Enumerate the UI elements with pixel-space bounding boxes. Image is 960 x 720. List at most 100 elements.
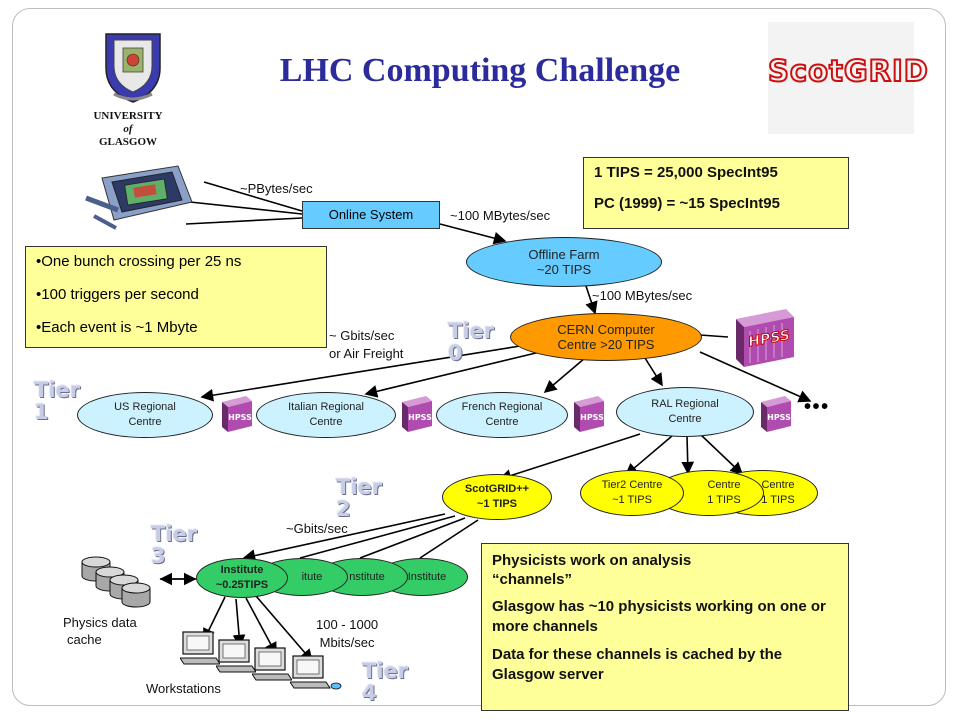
hpss-storage-ral: HPSS [757,394,793,434]
tier2b-label-a: Centre [707,479,741,491]
hpss-storage-us: HPSS [218,394,254,434]
online-to-offline-link [439,223,507,245]
svg-text:HPSS: HPSS [408,413,432,422]
database-icon [81,556,151,608]
hpss-storage-large: HPSS [728,307,798,369]
mbytes-label-2: ~100 MBytes/sec [592,288,693,303]
cern-centre-node[interactable]: CERN Computer Centre >20 TIPS [510,313,702,361]
tier2a-label-b: ~1 TIPS [612,494,652,506]
inst-to-ws2-link [232,598,246,648]
bunch-item-3: Each event is ~1 Mbyte [36,319,326,336]
cern-to-ral-link [644,357,663,387]
scotgrid-to-inst-b-link [299,515,456,559]
inst-d-label: Institute [407,570,447,583]
more-centres-ellipsis: • • • [804,396,828,418]
mbits-label-a: 100 - 1000 [316,617,379,632]
ral-regional-centre-node[interactable]: RAL Regional Centre [616,387,754,437]
physics-data-cache [76,556,166,614]
mbytes-label-1: ~100 MBytes/sec [450,208,551,223]
slide-frame [12,8,946,706]
ral-label-b: Centre [668,413,702,425]
hpss-storage-italian: HPSS [398,394,434,434]
ral-to-scotgrid-link [498,433,641,482]
scotgrid-logo-text: ScotGRID [767,53,929,89]
workstations-label: Workstations [146,681,221,696]
institute-main-node[interactable]: Institute ~0.25TIPS [196,558,288,598]
scotgrid-to-institute-link [242,513,446,562]
tier-4-label: Tier 4 [362,659,409,705]
french-label-a: French Regional [461,401,543,413]
ral-label-a: RAL Regional [651,398,719,410]
french-label-b: Centre [485,416,519,428]
italian-label-a: Italian Regional [288,401,364,413]
workstation-1 [179,630,221,671]
tier2c-label-a: Centre [761,479,795,491]
italian-label-b: Centre [309,416,343,428]
gbits-air-freight-label: ~ Gbits/sec or Air Freight [329,327,403,363]
inst-main-label-b: ~0.25TIPS [215,579,269,591]
us-label-a: US Regional [114,401,176,413]
hpss-small-icon: HPSS [222,396,252,432]
scotgrid-node-label-a: ScotGRID++ [464,483,530,495]
physicists-line-1a: Physicists work on analysis [492,552,692,569]
hpss-storage-icon [736,309,794,367]
physicists-info-box: Physicists work on analysis “channels” G… [481,543,849,711]
hpss-small-icon: HPSS [402,396,432,432]
detector-link-1 [203,181,303,212]
workstation-3 [251,646,293,687]
physics-cache-label: Physics data cache [63,614,137,648]
glasgow-logo: UNIVERSITY of GLASGOW [78,30,188,148]
tips-definition-box: 1 TIPS = 25,000 SpecInt95 PC (1999) = ~1… [583,157,849,229]
gbits-label-2: ~Gbits/sec [286,521,348,536]
cern-label-a: CERN Computer [557,322,655,337]
us-regional-centre-node[interactable]: US Regional Centre [77,392,213,438]
gbits-label-b: or Air Freight [329,346,404,361]
inst-to-ws4-link [255,595,314,663]
detector-icon [85,165,193,230]
glasgow-logo-line2: of [123,123,133,135]
cern-to-more-link [699,351,812,403]
cache-label-b: cache [67,632,102,647]
tips-line-1: 1 TIPS = 25,000 SpecInt95 [594,164,778,181]
offline-farm-node[interactable]: Offline Farm ~20 TIPS [466,237,662,287]
pbytes-label: ~PBytes/sec [240,181,313,196]
bunch-crossing-box: One bunch crossing per 25 ns 100 trigger… [25,246,327,348]
french-regional-centre-node[interactable]: French Regional Centre [436,392,568,438]
ral-to-tier2c-link [699,433,744,476]
online-system-label: Online System [328,207,414,222]
physicists-line-2: Glasgow has ~10 physicists working on on… [492,598,826,635]
tier-3-label: Tier 3 [151,522,198,568]
bunch-item-1: One bunch crossing per 25 ns [36,253,326,270]
scotgrid-logo: ScotGRID [767,22,929,134]
bunch-item-2: 100 triggers per second [36,286,326,303]
cache-label-a: Physics data [63,615,137,630]
tier-2-label: Tier 2 [336,475,383,521]
scotgrid-centre-node[interactable]: ScotGRID++ ~1 TIPS [442,474,552,520]
online-system-node[interactable]: Online System [302,201,440,229]
detector-link-2 [189,201,303,215]
offline-farm-label-a: Offline Farm [528,247,600,262]
ral-to-tier2a-link [624,435,673,477]
cern-to-us-link [200,345,521,402]
hpss-small-icon: HPSS [761,396,791,432]
hpss-storage-french: HPSS [570,394,606,434]
scotgrid-to-inst-d-link [419,519,479,559]
inst-b-label: itute [301,570,323,583]
workstation-4 [289,654,342,697]
detector-image [82,158,200,236]
scotgrid-node-label-b: ~1 TIPS [476,498,518,510]
workstation-icon [179,631,221,665]
tier-0-label: Tier 0 [448,319,495,365]
detector-link-3 [185,217,303,225]
inst-to-ws3-link [245,597,277,656]
mbits-label-b: Mbits/sec [319,635,375,650]
tier2b-label-b: 1 TIPS [707,494,741,506]
italian-regional-centre-node[interactable]: Italian Regional Centre [256,392,396,438]
glasgow-logo-line3: GLASGOW [98,136,158,148]
tier2-centre-a-node[interactable]: Tier2 Centre ~1 TIPS [580,470,684,516]
offline-to-cern-link [584,282,598,315]
glasgow-crest-icon [105,33,161,103]
scotgrid-to-inst-c-link [359,517,466,559]
tips-line-2: PC (1999) = ~15 SpecInt95 [594,195,780,212]
